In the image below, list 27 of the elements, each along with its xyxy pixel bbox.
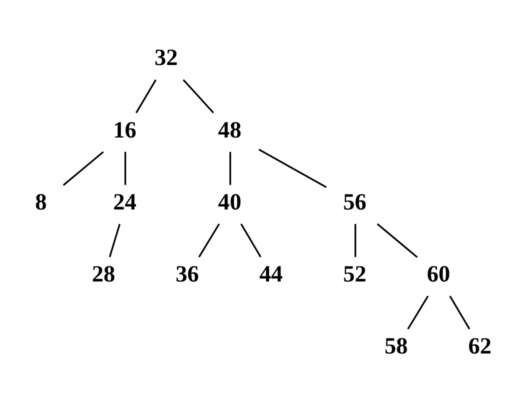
connector (182, 78, 214, 113)
node-text: 40 (218, 188, 242, 215)
node-text: 8 (35, 188, 47, 215)
connector (407, 295, 429, 330)
node-text: 36 (176, 260, 199, 287)
connector (258, 148, 327, 188)
connector (136, 78, 157, 113)
node-text: 58 (384, 333, 408, 360)
connector (62, 150, 104, 186)
connector (108, 223, 121, 257)
connector (198, 223, 220, 257)
node-text: 62 (468, 333, 492, 360)
node-text: 32 (154, 44, 178, 71)
connector (240, 223, 262, 257)
node-text: 44 (259, 260, 283, 287)
connector (376, 222, 418, 258)
connector (124, 151, 126, 184)
node-text: 24 (113, 188, 136, 215)
node-text: 56 (343, 188, 366, 215)
connector (229, 151, 232, 184)
node-text: 48 (218, 116, 242, 143)
node-text: 52 (343, 260, 366, 287)
connector (354, 223, 356, 257)
node-text: 60 (426, 260, 450, 287)
node-text: 16 (113, 116, 136, 143)
connector (449, 295, 470, 330)
node-text: 28 (92, 260, 116, 287)
